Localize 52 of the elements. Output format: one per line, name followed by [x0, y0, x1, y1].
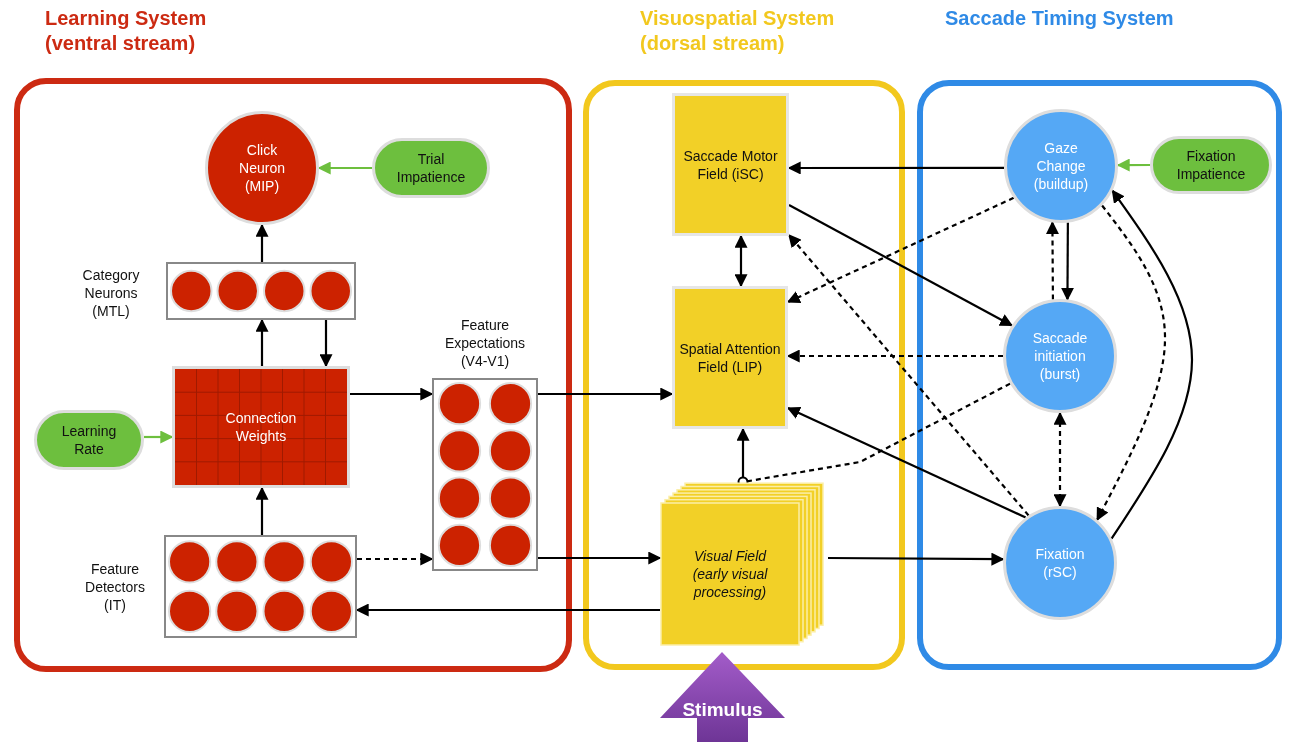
- arrow: [255, 318, 269, 366]
- arrow: [788, 204, 1013, 327]
- arrow: [1096, 204, 1167, 521]
- parameter-pill: [34, 410, 144, 470]
- node-label: Spatial Attention Field (LIP): [678, 339, 782, 376]
- parameter-pill: [1150, 136, 1272, 194]
- arrow: [787, 161, 1005, 175]
- neuron-layer: [166, 262, 356, 320]
- arrow: [255, 223, 269, 262]
- arrow: [828, 552, 1005, 566]
- arrow: [786, 196, 1015, 303]
- field-box: [672, 286, 788, 429]
- node-label: Saccade Motor Field (iSC): [682, 146, 779, 183]
- arrow: [144, 430, 174, 444]
- arrow: [1061, 222, 1074, 301]
- node-label: Fixation Impatience: [1175, 147, 1247, 183]
- arrow: [317, 161, 372, 175]
- neuron-layer: [432, 378, 538, 571]
- arrow: [319, 320, 333, 368]
- arrow: [788, 234, 1030, 517]
- node-label: Click Neuron (MIP): [238, 141, 286, 195]
- node-label: Trial Impatience: [395, 150, 467, 186]
- layer-label: Feature Detectors (IT): [84, 560, 146, 614]
- arrow: [786, 407, 1027, 519]
- arrow: [1053, 411, 1067, 508]
- arrow: [538, 551, 662, 565]
- arrow: [734, 234, 748, 288]
- layer-label: Feature Expectations (V4-V1): [443, 316, 527, 370]
- parameter-pill: [372, 138, 490, 198]
- arrow: [1110, 189, 1194, 540]
- arrow: [350, 387, 434, 401]
- weights-grid: [172, 366, 350, 488]
- arrow: [1116, 158, 1150, 172]
- arrow: [357, 552, 434, 566]
- node-label: Visual Field (early visual processing): [691, 547, 769, 601]
- node-label: Saccade initiation (burst): [1031, 329, 1089, 383]
- arrow: [786, 349, 1003, 363]
- neuron-layer: [164, 535, 357, 638]
- arrow: [1045, 221, 1059, 300]
- node-label: Stimulus: [681, 701, 764, 719]
- field-box: [672, 93, 789, 236]
- system-heading: Saccade Timing System: [945, 6, 1175, 31]
- system-heading: Learning System (ventral stream): [45, 6, 208, 56]
- system-heading: Visuospatial System (dorsal stream): [640, 6, 836, 56]
- arrow: [538, 387, 674, 401]
- node-label: Fixation (rSC): [1034, 545, 1086, 581]
- node-label: Learning Rate: [60, 422, 118, 458]
- arrow: [255, 486, 269, 535]
- stimulus-arrow: [660, 652, 785, 742]
- layer-label: Category Neurons (MTL): [81, 266, 141, 320]
- node-label: Gaze Change (buildup): [1032, 139, 1090, 193]
- node-label: Connection Weights: [224, 409, 298, 445]
